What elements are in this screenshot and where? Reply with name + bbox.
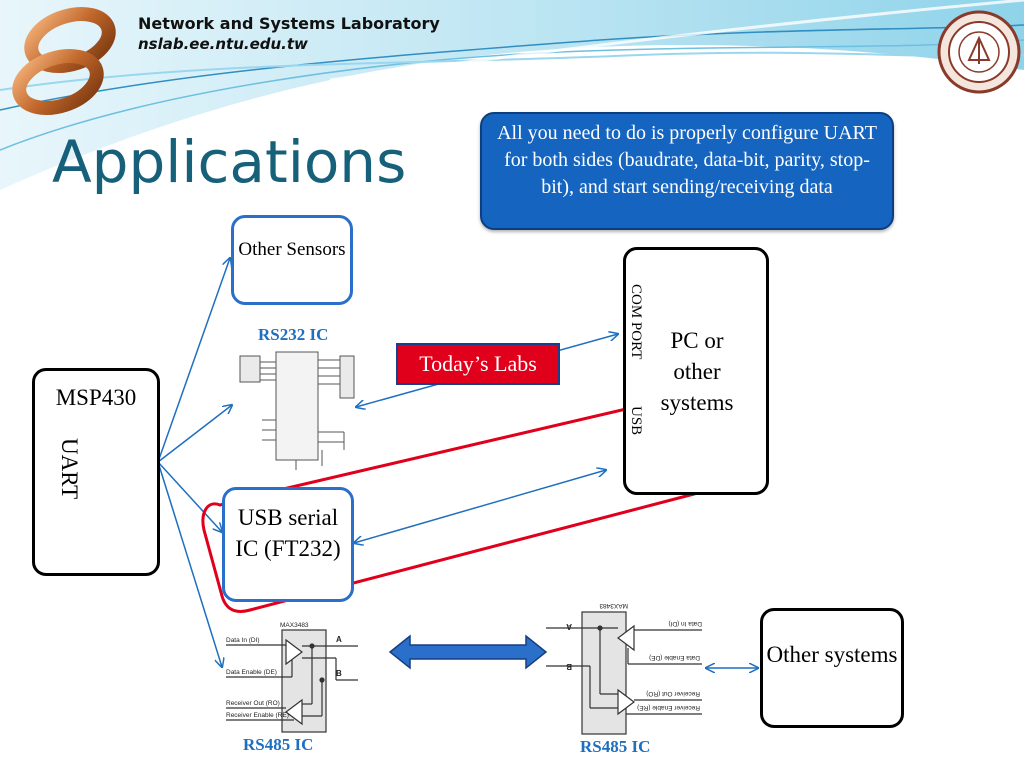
university-seal-icon (937, 10, 1021, 94)
todays-labs-badge: Today’s Labs (396, 343, 560, 385)
msp430-label: MSP430 (55, 385, 137, 410)
rs485-right-pin-labels: MAX3483 Data In (DI) Data Enable (DE) Re… (566, 602, 702, 711)
rs485-right-pin-b: B (566, 662, 572, 671)
slide-title: Applications (52, 128, 407, 196)
arrow-usbic-usb (354, 470, 606, 543)
rs485-right-pin-ro: Receiver Out (RO) (646, 690, 700, 697)
com-port-label: COM PORT (628, 284, 644, 360)
rs485-left-pin-a: A (336, 635, 342, 644)
rs232-chip-schematic (239, 351, 355, 470)
arrow-to-rs485 (157, 461, 222, 667)
rs485-right-label: RS485 IC (580, 737, 651, 756)
rs485-right-pin-de: Data Enable (DE) (649, 654, 700, 661)
rs485-right-pin-re: Receiver Enable (RE) (637, 704, 700, 711)
rs485-left-pin-re: Receiver Enable (RE) (226, 712, 289, 719)
rs485-left-chip-name: MAX3483 (280, 622, 309, 629)
rs232-ic-label: RS232 IC (258, 325, 329, 344)
pc-box (623, 247, 769, 495)
rs485-left-pin-ro: Receiver Out (RO) (226, 700, 280, 707)
rs485-link-arrow (388, 634, 548, 670)
rs485-left-pin-labels: MAX3483 Data In (DI) Data Enable (DE) Re… (226, 622, 342, 719)
uart-label: UART (57, 438, 82, 500)
arrow-to-sensors (157, 258, 230, 463)
other-systems-box: Other systems (760, 608, 904, 728)
rs485-right-pin-di: Data In (DI) (668, 620, 702, 627)
usb-serial-ic-box: USB serial IC (FT232) (222, 487, 354, 602)
rs485-right-chip-name: MAX3483 (599, 602, 628, 609)
rs485-left-pin-b: B (336, 669, 342, 678)
rs485-left-pin-di: Data In (DI) (226, 637, 260, 644)
other-sensors-box: Other Sensors (231, 215, 353, 305)
rs485-left-schematic (226, 629, 358, 733)
lab-url: nslab.ee.ntu.edu.tw (138, 35, 308, 53)
arrow-to-usb-ic (157, 461, 222, 532)
rs485-left-label: RS485 IC (243, 735, 314, 754)
rs485-left-pin-de: Data Enable (DE) (226, 669, 277, 676)
msp430-box: MSP430 (32, 368, 160, 576)
uart-config-callout: All you need to do is properly configure… (480, 112, 894, 230)
rs485-right-schematic (546, 611, 702, 735)
usb-port-label: USB (628, 406, 644, 436)
lab-name: Network and Systems Laboratory (138, 14, 440, 33)
rs485-right-pin-a: A (566, 622, 572, 631)
lab-logo-icon (12, 7, 116, 115)
arrow-to-rs232 (157, 405, 232, 463)
pc-label: PC or other systems (660, 328, 734, 415)
